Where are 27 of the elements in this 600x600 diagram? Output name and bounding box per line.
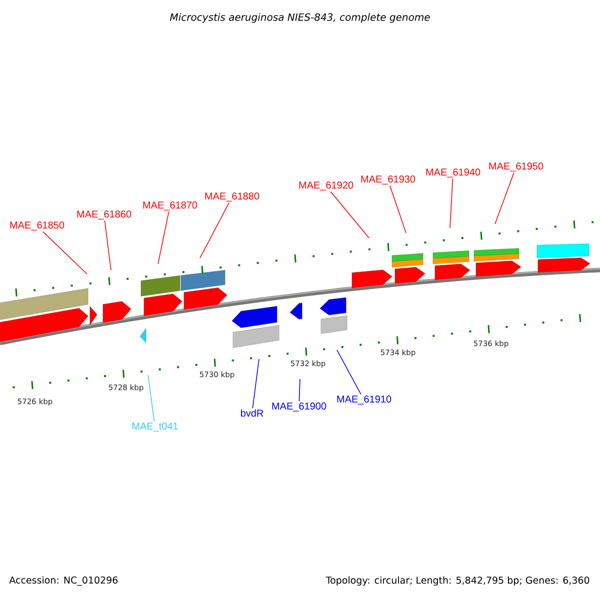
gene-label: MAE_61900 [272,402,326,412]
leader-line [494,172,514,224]
gene-label: MAE_t041 [132,422,178,432]
gene-label: MAE_61860 [77,210,132,220]
title: Microcystis aeruginosa NIES-843, complete genome [170,13,430,23]
leader-line [252,358,260,409]
leader-line [298,378,300,402]
gene-label: MAE_61870 [143,202,198,210]
gene-label: MAE_61920 [299,182,354,190]
gene-label: bvdR [240,409,264,417]
gene-label: MAE_61930 [361,176,416,184]
leader-line [158,211,170,264]
leader-line [148,374,155,422]
gene-label: MAE_61940 [426,168,480,178]
leader-line [336,350,362,395]
leader-line [450,178,454,228]
gene-label: MAE_61880 [205,192,260,202]
accession-text: Accession: NC_010296 [9,576,118,586]
leader-line [390,185,406,234]
gene-label: MAE_61850 [10,222,64,230]
gene-label: MAE_61950 [489,162,544,172]
gene-label: MAE_61910 [337,396,392,404]
genome-info-text: Topology: circular; Length: 5,842,795 bp; Genes: 6,360 [326,576,590,586]
leader-line [104,220,112,270]
leader-line [42,231,88,274]
leader-line [200,202,230,258]
leader-line [330,191,370,238]
